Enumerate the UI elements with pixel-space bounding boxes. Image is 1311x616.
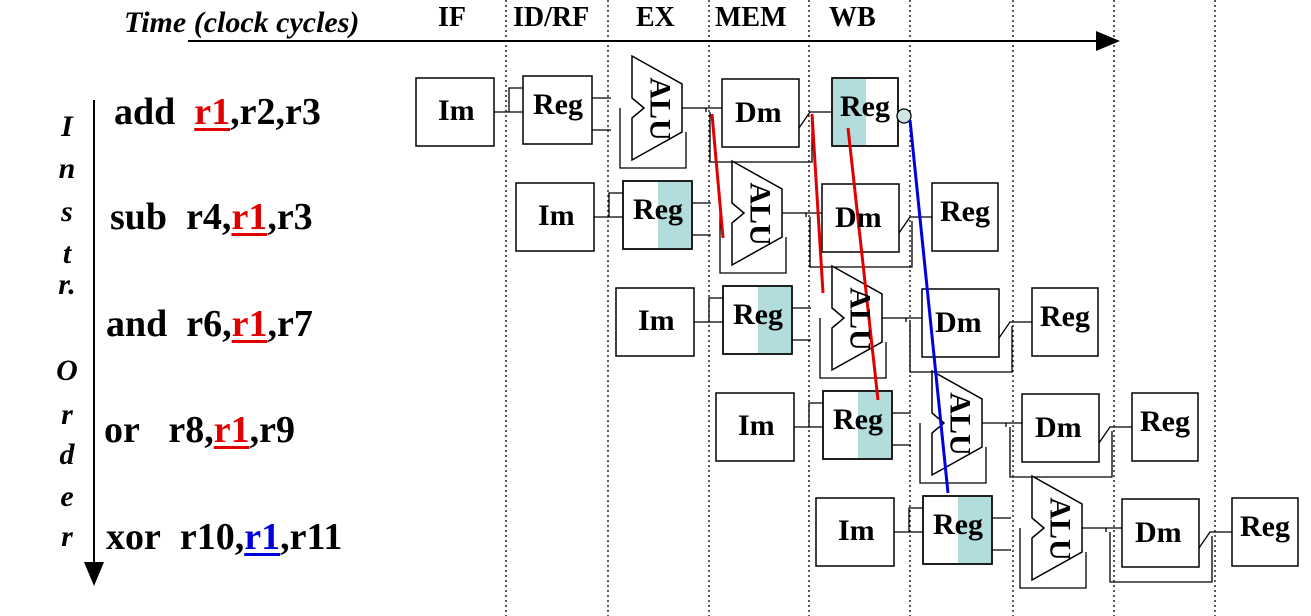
stage-label-mem: MEM <box>715 2 787 33</box>
hazard-register: r1 <box>194 91 231 133</box>
reg-read-label: Reg <box>733 298 783 331</box>
alu-label: ALU <box>843 287 877 351</box>
instruction-opcode: add <box>114 91 176 133</box>
alu-shape <box>631 54 683 162</box>
order-letter: r <box>61 398 73 431</box>
reg-read-label: Reg <box>933 508 983 541</box>
reg-write-label: Reg <box>1040 300 1090 333</box>
im-box <box>815 497 895 567</box>
reg-write-box <box>1231 497 1299 567</box>
dm-label: Dm <box>735 96 782 129</box>
hazard-register: r1 <box>231 196 268 238</box>
writeback-node <box>896 108 912 124</box>
instruction-or: or r8,r1,r9 <box>104 408 295 452</box>
hazard-line-and <box>810 113 825 294</box>
stage-label-wb: WB <box>829 2 876 33</box>
hazard-line-or <box>846 127 880 401</box>
dm-box <box>1121 498 1200 568</box>
stage-label-if: IF <box>438 2 466 33</box>
stage-label-ex: EX <box>636 2 675 33</box>
alu-label: ALU <box>643 77 677 141</box>
order-letter: d <box>59 438 75 471</box>
pipeline-row-2 <box>515 159 999 274</box>
alu-shape <box>1031 474 1083 582</box>
instruction-operand: r4, <box>167 196 232 238</box>
alu-label: ALU <box>943 392 977 456</box>
time-axis-label: Time (clock cycles) <box>124 6 360 39</box>
order-letter: r. <box>58 268 76 301</box>
dm-box <box>921 288 1000 358</box>
reg-write-label: Reg <box>1140 405 1190 438</box>
im-box <box>415 77 495 147</box>
hazard-register: r1 <box>231 303 268 345</box>
dm-label: Dm <box>1135 516 1182 549</box>
hazard-line-xor <box>908 119 950 494</box>
instruction-operand: ,r11 <box>280 516 343 558</box>
pipeline-row-1 <box>415 54 912 169</box>
order-letter: r <box>61 520 73 553</box>
reg-write-label: Reg <box>940 195 990 228</box>
instruction-operand <box>175 91 194 133</box>
instruction-and: and r6,r1,r7 <box>106 302 313 346</box>
order-letter: e <box>60 480 74 513</box>
alu-label: ALU <box>1043 497 1077 561</box>
reg-read-shade <box>758 287 791 353</box>
im-label: Im <box>438 94 475 127</box>
instruction-opcode: and <box>106 303 168 345</box>
dm-label: Dm <box>835 201 882 234</box>
instruction-operand: ,r9 <box>249 409 295 451</box>
pipeline-row-5 <box>815 474 1299 589</box>
dm-label: Dm <box>1035 411 1082 444</box>
dm-box <box>721 78 800 148</box>
instruction-opcode: sub <box>110 196 168 238</box>
alu-shape <box>731 159 783 267</box>
dm-label: Dm <box>935 306 982 339</box>
alu-label: ALU <box>743 182 777 246</box>
instruction-operand: ,r3 <box>267 196 313 238</box>
instruction-operand: ,r7 <box>267 303 313 345</box>
reg-read-shade <box>658 182 691 248</box>
reg-write-label: Reg <box>1240 510 1290 543</box>
reg-write-box <box>1031 287 1099 357</box>
reg-write-label: Reg <box>840 90 890 123</box>
order-letter: O <box>56 354 78 387</box>
hazard-register: r1 <box>213 409 250 451</box>
im-label: Im <box>838 514 875 547</box>
im-box <box>515 182 595 252</box>
reg-read-shade <box>858 392 891 458</box>
reg-read-label: Reg <box>833 403 883 436</box>
pipeline-row-3 <box>615 264 1099 379</box>
instruction-add: add r1,r2,r3 <box>114 90 321 134</box>
instruction-operand: r8, <box>139 409 214 451</box>
im-label: Im <box>738 409 775 442</box>
reg-write-box <box>931 182 999 252</box>
stage-label-id-rf: ID/RF <box>513 2 590 33</box>
instruction-operand: r10, <box>160 516 245 558</box>
order-letter: n <box>58 152 76 185</box>
instruction-opcode: or <box>104 409 140 451</box>
instruction-opcode: xor <box>106 516 161 558</box>
order-letter: t <box>62 237 72 270</box>
instruction-sub: sub r4,r1,r3 <box>110 195 313 239</box>
order-letter: I <box>61 110 73 143</box>
instruction-xor: xor r10,r1,r11 <box>106 515 342 559</box>
alu-shape <box>831 264 883 372</box>
im-label: Im <box>638 304 675 337</box>
im-box <box>615 287 695 357</box>
reg-write-box <box>1131 392 1199 462</box>
reg-read-label: Reg <box>633 193 683 226</box>
dm-box <box>1021 393 1100 463</box>
hazard-line-sub <box>710 113 725 239</box>
reg-read-box <box>522 75 593 145</box>
hazard-register: r1 <box>244 516 281 558</box>
instruction-operand: ,r2,r3 <box>230 91 321 133</box>
reg-read-label: Reg <box>533 88 583 121</box>
reg-read-shade <box>958 497 991 563</box>
im-label: Im <box>538 199 575 232</box>
instruction-operand: r6, <box>167 303 232 345</box>
order-letter: s <box>61 195 73 228</box>
